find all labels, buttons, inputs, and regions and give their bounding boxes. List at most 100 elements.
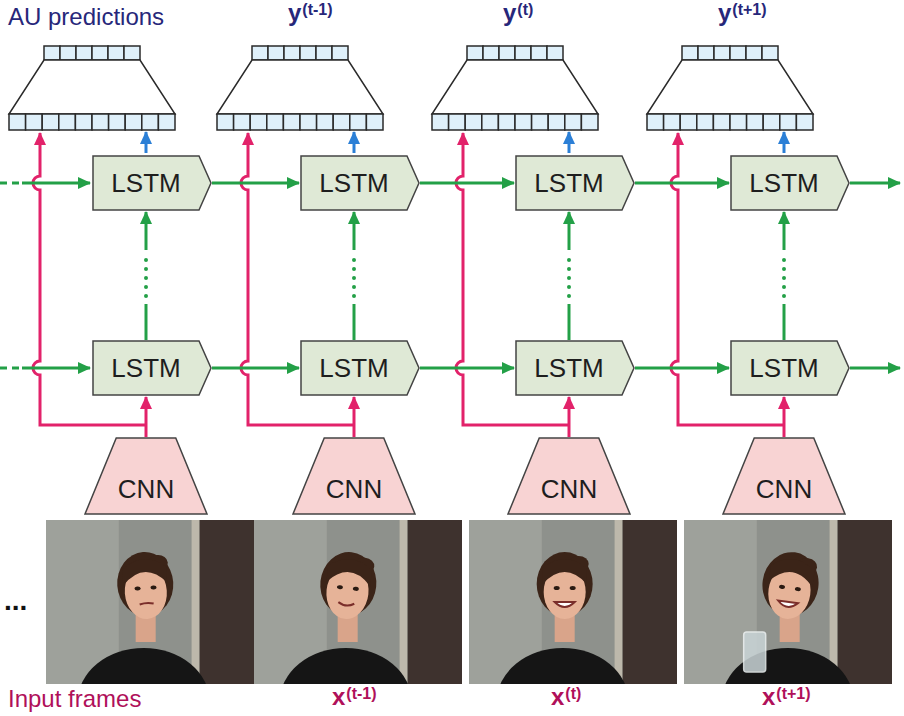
cnn-label: CNN — [541, 474, 597, 505]
recurrent-in — [0, 367, 22, 370]
mouth — [777, 600, 798, 608]
superscript: (t+1) — [776, 685, 810, 702]
door-frame — [615, 520, 623, 684]
lstm-label: LSTM — [534, 353, 603, 384]
feature-cell — [465, 114, 482, 130]
eye — [795, 587, 801, 592]
recurrent-in — [22, 367, 90, 370]
feature-cell — [26, 114, 43, 130]
cnn-label: CNN — [756, 474, 812, 505]
output-cell — [316, 46, 332, 60]
ellipsis-dots — [782, 254, 786, 296]
lstm-label: LSTM — [319, 168, 388, 199]
input-symbol-text: x — [551, 683, 564, 710]
sweater — [722, 648, 854, 684]
fc-layer-trapezoid — [217, 60, 383, 114]
feature-cell — [664, 114, 681, 130]
fc-layer-trapezoid — [647, 60, 813, 114]
lstm-label: LSTM — [111, 353, 180, 384]
au-output-layer — [9, 46, 175, 130]
panel-title: AU predictions — [8, 4, 164, 30]
output-cell — [252, 46, 268, 60]
recurrent-in — [0, 182, 22, 185]
connector-line — [353, 304, 356, 340]
sweater — [78, 648, 210, 684]
connector-line — [568, 397, 571, 437]
eye — [779, 585, 785, 590]
output-cell — [467, 46, 483, 60]
video-frame — [46, 520, 254, 684]
feature-cell — [142, 114, 159, 130]
video-frame — [469, 520, 677, 684]
connector-line — [635, 182, 729, 185]
feature-cell — [234, 114, 251, 130]
lstm-cell: LSTM — [92, 340, 212, 396]
output-cell — [483, 46, 499, 60]
cnn-block: CNN — [84, 437, 208, 515]
fringe — [543, 559, 587, 584]
connector-line — [145, 304, 148, 340]
cnn-outline — [85, 438, 207, 514]
recurrent-arrow — [354, 212, 355, 340]
output-cell — [531, 46, 547, 60]
superscript: (t) — [565, 685, 581, 702]
feature-cell — [548, 114, 565, 130]
connector-line — [568, 212, 571, 250]
connector-line — [212, 367, 299, 370]
feature-cell — [747, 114, 764, 130]
eye — [150, 585, 156, 589]
lstm-label: LSTM — [749, 168, 818, 199]
cnn-outline — [508, 438, 630, 514]
feature-cell — [432, 114, 449, 130]
lstm-label: LSTM — [319, 353, 388, 384]
feature-cell — [158, 114, 175, 130]
output-symbol-text: y — [503, 0, 516, 26]
connector-line — [635, 367, 729, 370]
cnn-label: CNN — [118, 474, 174, 505]
head — [537, 552, 593, 619]
recurrent-arrow — [420, 183, 514, 184]
lstm-cell: LSTM — [92, 155, 212, 211]
output-cell — [60, 46, 76, 60]
eye — [554, 586, 560, 590]
sweater — [497, 648, 629, 684]
superscript: (t-1) — [346, 685, 376, 702]
feature-cell — [42, 114, 59, 130]
lstm-output-arrow — [783, 132, 786, 153]
connector-line — [783, 212, 786, 250]
superscript: (t-1) — [302, 1, 332, 18]
connector-line — [145, 397, 148, 437]
ellipsis-dots — [567, 254, 571, 296]
lstm-cell: LSTM — [515, 340, 635, 396]
lstm-outline — [516, 156, 634, 210]
feature-cell — [482, 114, 499, 130]
lstm-label: LSTM — [534, 168, 603, 199]
glass — [744, 632, 766, 672]
continuation-dots: ... — [4, 586, 27, 617]
connector-line — [420, 182, 514, 185]
cnn-block: CNN — [292, 437, 416, 515]
feature-cell — [498, 114, 515, 130]
feature-cell — [217, 114, 234, 130]
ellipsis-dots — [144, 254, 148, 296]
video-frame — [254, 520, 462, 684]
recurrent-out — [850, 182, 900, 185]
feature-cell — [532, 114, 549, 130]
output-cell — [284, 46, 300, 60]
feature-cell — [92, 114, 109, 130]
fc-layer-trapezoid — [9, 60, 175, 114]
feature-cell — [59, 114, 76, 130]
feature-cell — [267, 114, 284, 130]
output-cell — [714, 46, 730, 60]
feature-arrow — [146, 397, 147, 437]
lstm-output-arrow — [353, 132, 356, 153]
recurrent-arrow — [212, 183, 299, 184]
feature-cell — [333, 114, 350, 130]
output-cell — [499, 46, 515, 60]
cnn-outline — [293, 438, 415, 514]
lstm-label: LSTM — [111, 168, 180, 199]
mouth — [140, 602, 154, 604]
input-symbol-text: x — [762, 683, 775, 710]
